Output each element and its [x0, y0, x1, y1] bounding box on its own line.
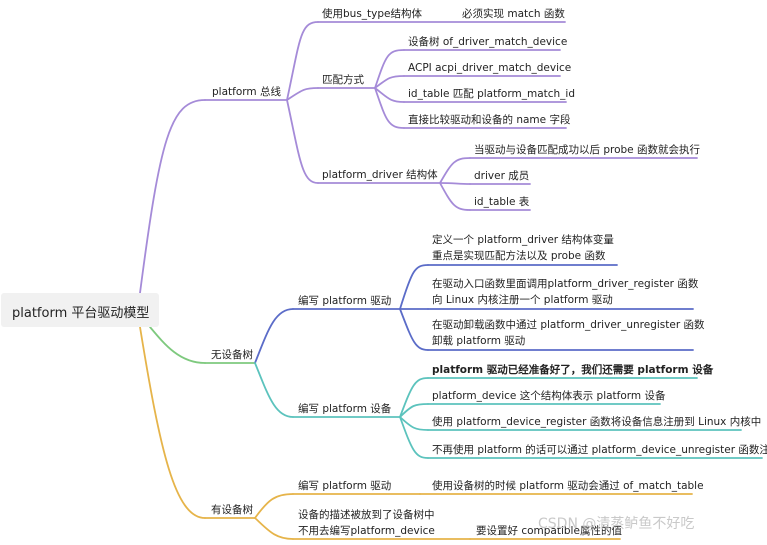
node-wd2-line2: 向 Linux 内核注册一个 platform 驱动: [432, 294, 613, 306]
node-match-of: 设备树 of_driver_match_device: [408, 36, 568, 48]
node-hd-of-match: 使用设备树的时候 platform 驱动会通过 of_match_table: [432, 480, 704, 492]
node-platform-driver-struct: platform_driver 结构体: [322, 169, 438, 181]
node-wv3: 使用 platform_device_register 函数将设备信息注册到 L…: [432, 416, 762, 428]
edge-root-hasdt: [139, 326, 206, 519]
watermark: CSDN @清蒸鲈鱼不好吃: [538, 516, 695, 532]
edge-root-nodt: [149, 326, 206, 364]
node-hd-compatible: 要设置好 compatible属性的值: [476, 525, 622, 537]
node-match-id-table: id_table 匹配 platform_match_id: [408, 88, 576, 100]
node-driver-member: driver 成员: [474, 170, 530, 182]
node-has-device-tree: 有设备树: [211, 504, 253, 516]
node-wd2-line1: 在驱动入口函数里面调用platform_driver_register 函数: [432, 278, 699, 290]
node-wv2: platform_device 这个结构体表示 platform 设备: [432, 390, 666, 402]
node-match-way: 匹配方式: [322, 74, 364, 86]
node-wv1: platform 驱动已经准备好了，我们还需要 platform 设备: [432, 364, 714, 376]
node-bus-type: 使用bus_type结构体: [322, 8, 422, 20]
node-hd-desc-line2: 不用去编写platform_device: [298, 525, 435, 537]
node-wv4: 不再使用 platform 的话可以通过 platform_device_unr…: [432, 444, 767, 456]
node-wd3-line2: 卸载 platform 驱动: [432, 335, 526, 347]
root-node: [1, 293, 159, 327]
node-probe-exec: 当驱动与设备匹配成功以后 probe 函数就会执行: [474, 144, 700, 156]
node-write-driver: 编写 platform 驱动: [298, 295, 392, 307]
node-wd3-line1: 在驱动卸载函数中通过 platform_driver_unregister 函数: [432, 319, 705, 331]
node-match-name: 直接比较驱动和设备的 name 字段: [408, 114, 571, 126]
node-write-device: 编写 platform 设备: [298, 403, 392, 415]
node-platform-bus: platform 总线: [212, 86, 281, 98]
node-bus-type-match: 必须实现 match 函数: [462, 8, 565, 20]
node-hd-desc-line1: 设备的描述被放到了设备树中: [298, 509, 435, 521]
node-no-device-tree: 无设备树: [211, 349, 253, 361]
edge-root-bus: [139, 99, 206, 294]
node-id-table: id_table 表: [474, 196, 530, 208]
root-node-label: platform 平台驱动模型: [12, 306, 150, 321]
node-wd1-line2: 重点是实现匹配方法以及 probe 函数: [432, 250, 606, 262]
node-hd-write-driver: 编写 platform 驱动: [298, 480, 392, 492]
node-match-acpi: ACPI acpi_driver_match_device: [408, 62, 572, 74]
node-wd1-line1: 定义一个 platform_driver 结构体变量: [432, 234, 614, 246]
